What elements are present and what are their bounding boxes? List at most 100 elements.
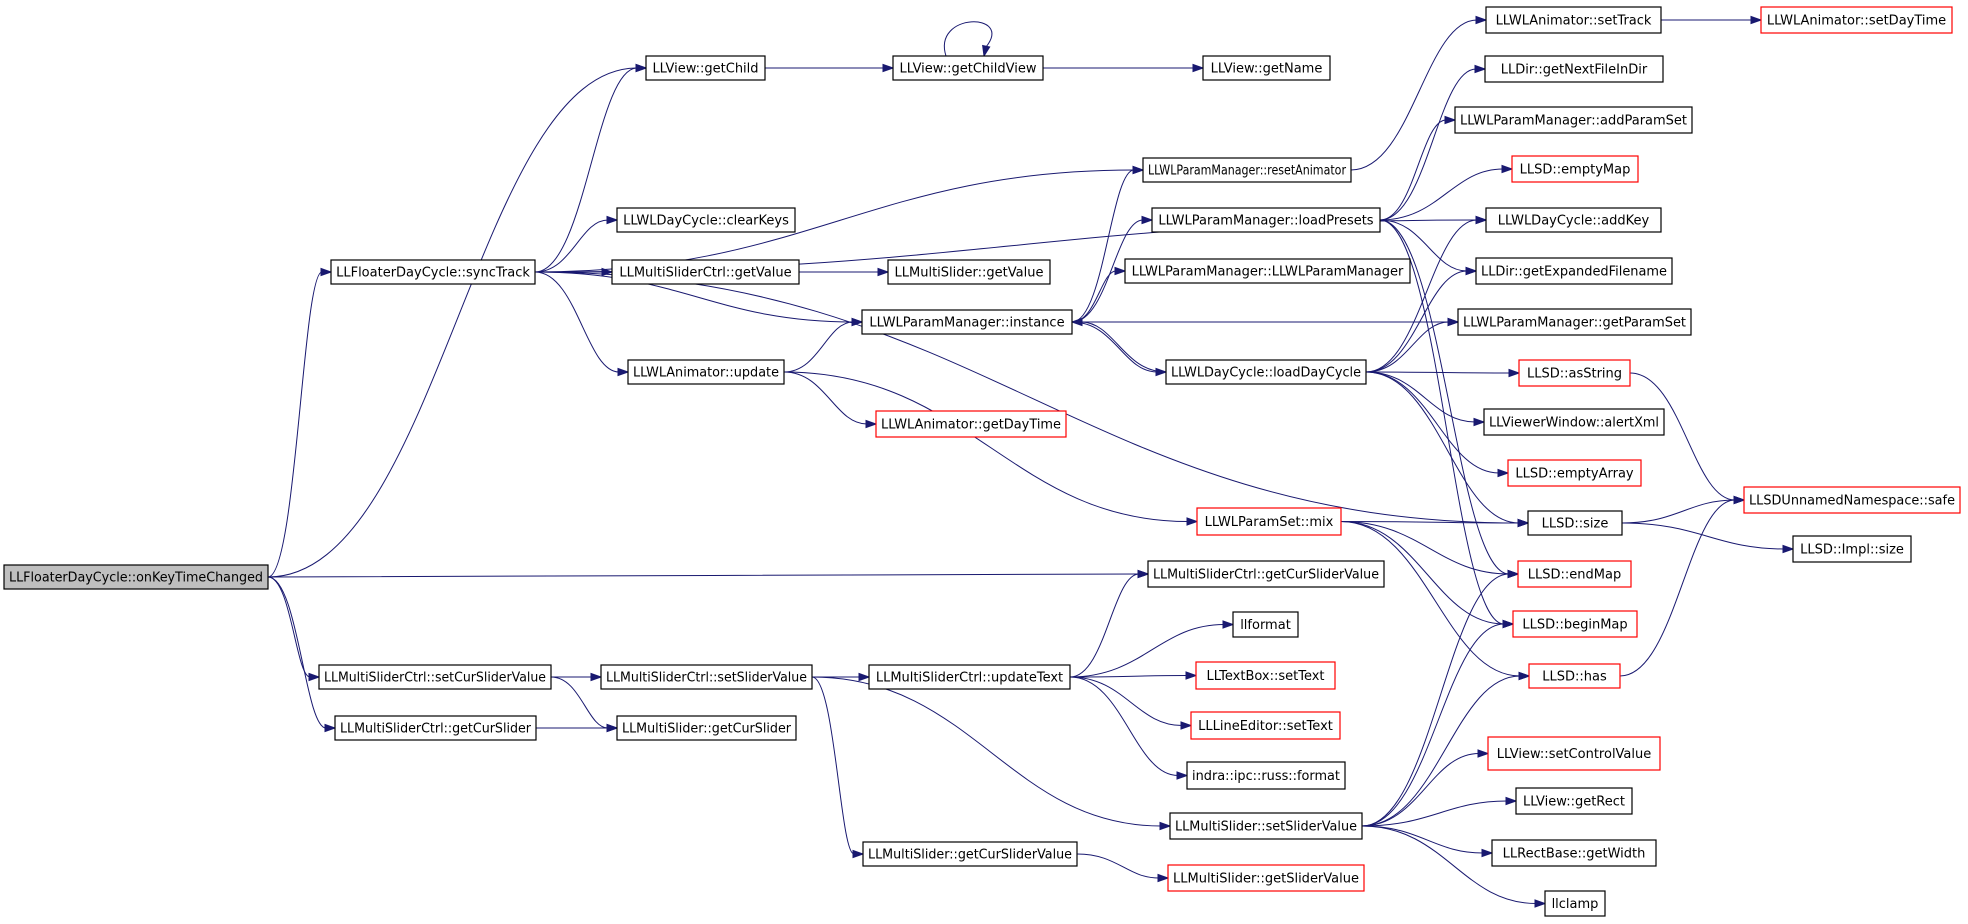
node-pmInstance[interactable]: LLWLParamManager::instance bbox=[861, 309, 1073, 335]
edge-arrowhead bbox=[1180, 721, 1193, 730]
node-dirGetExpandedFilename[interactable]: LLDir::getExpandedFilename bbox=[1475, 257, 1673, 285]
node-tbSetText[interactable]: LLTextBox::setText bbox=[1195, 661, 1336, 690]
edge-viewGetChild-to-viewGetChildView bbox=[765, 63, 895, 73]
node-msGetValue[interactable]: LLMultiSlider::getValue bbox=[887, 259, 1051, 285]
node-pmResetAnimator[interactable]: LLWLParamManager::resetAnimator bbox=[1142, 157, 1352, 183]
node-sdBeginMap[interactable]: LLSD::beginMap bbox=[1512, 610, 1638, 638]
node-dcAddKey[interactable]: LLWLDayCycle::addKey bbox=[1485, 207, 1662, 233]
edge-line bbox=[1365, 321, 1450, 373]
edge-line bbox=[1069, 676, 1183, 726]
edge-line bbox=[1076, 853, 1160, 879]
node-dirGetNextFileInDir[interactable]: LLDir::getNextFileInDir bbox=[1484, 55, 1664, 83]
node-box bbox=[1124, 258, 1411, 284]
node-box bbox=[1202, 55, 1331, 81]
node-sdEndMap[interactable]: LLSD::endMap bbox=[1517, 560, 1632, 588]
edge-msSetSliderValue-to-viewGetRect bbox=[1361, 796, 1518, 827]
edge-pmInstance-to-pmResetAnimator bbox=[1071, 165, 1145, 323]
edge-arrowhead bbox=[1447, 317, 1460, 327]
edge-arrowhead bbox=[1475, 215, 1488, 225]
edge-ctrlSetSliderValue-to-msGetCurSliderValue bbox=[811, 676, 865, 859]
node-ctrlGetCurSlider[interactable]: LLMultiSliderCtrl::getCurSlider bbox=[334, 715, 537, 741]
node-pmAddParamSet[interactable]: LLWLParamManager::addParamSet bbox=[1454, 106, 1693, 134]
node-animSetTrack[interactable]: LLWLAnimator::setTrack bbox=[1485, 6, 1662, 34]
node-msGetSliderValue[interactable]: LLMultiSlider::getSliderValue bbox=[1167, 864, 1365, 892]
node-ctrlGetValue[interactable]: LLMultiSliderCtrl::getValue bbox=[611, 259, 800, 285]
node-box bbox=[1165, 359, 1367, 385]
node-dcClearKeys[interactable]: LLWLDayCycle::clearKeys bbox=[616, 207, 796, 233]
node-ctrlSetCurSliderValue[interactable]: LLMultiSliderCtrl::setCurSliderValue bbox=[318, 664, 552, 690]
node-rectGetWidth[interactable]: LLRectBase::getWidth bbox=[1491, 839, 1657, 867]
node-box bbox=[1528, 663, 1621, 689]
node-animSetDayTime[interactable]: LLWLAnimator::setDayTime bbox=[1760, 6, 1953, 34]
edge-syncTrack-to-dcClearKeys bbox=[534, 215, 619, 273]
node-animGetDayTime[interactable]: LLWLAnimator::getDayTime bbox=[875, 410, 1067, 438]
edge-ctrlSetCurSliderValue-to-ctrlSetSliderValue bbox=[551, 672, 603, 682]
node-animUpdate[interactable]: LLWLAnimator::update bbox=[627, 359, 785, 385]
edge-arrowhead bbox=[1192, 63, 1205, 73]
edge-viewGetChildView-to-viewGetName bbox=[1043, 63, 1205, 73]
node-syncTrack[interactable]: LLFloaterDayCycle::syncTrack bbox=[330, 259, 536, 285]
node-box bbox=[1457, 308, 1692, 336]
node-label: LLRectBase::getWidth bbox=[1503, 847, 1646, 862]
edge-line bbox=[1069, 676, 1179, 776]
edge-line bbox=[267, 67, 638, 578]
node-ctrlUpdateText[interactable]: LLMultiSliderCtrl::updateText bbox=[868, 664, 1071, 690]
edge-msSetSliderValue-to-sdBeginMap bbox=[1361, 619, 1515, 827]
node-box bbox=[1743, 486, 1961, 514]
node-viewGetName[interactable]: LLView::getName bbox=[1202, 55, 1331, 81]
node-msGetCurSlider[interactable]: LLMultiSlider::getCurSlider bbox=[616, 715, 797, 741]
node-box bbox=[875, 410, 1067, 438]
node-box bbox=[1491, 839, 1657, 867]
node-viewGetChildView[interactable]: LLView::getChildView bbox=[892, 55, 1044, 81]
node-sdSize[interactable]: LLSD::size bbox=[1527, 510, 1623, 536]
edge-line bbox=[1340, 521, 1505, 625]
node-llformat[interactable]: llformat bbox=[1232, 611, 1299, 638]
edge-psMix-to-sdHas bbox=[1340, 521, 1531, 681]
node-vwAlertXml[interactable]: LLViewerWindow::alertXml bbox=[1483, 408, 1665, 436]
node-unnamedSafe[interactable]: LLSDUnnamedNamespace::safe bbox=[1743, 486, 1961, 514]
edge-line bbox=[534, 67, 638, 273]
node-pmLoadPresets[interactable]: LLWLParamManager::loadPresets bbox=[1151, 207, 1381, 233]
node-psMix[interactable]: LLWLParamSet::mix bbox=[1196, 507, 1342, 536]
edge-line bbox=[1619, 499, 1736, 677]
node-llclamp[interactable]: llclamp bbox=[1544, 890, 1606, 917]
node-msGetCurSliderValue[interactable]: LLMultiSlider::getCurSliderValue bbox=[862, 841, 1078, 867]
edge-line bbox=[1379, 168, 1504, 221]
node-label: LLMultiSliderCtrl::getValue bbox=[619, 266, 791, 281]
node-msSetSliderValue[interactable]: LLMultiSlider::setSliderValue bbox=[1169, 812, 1363, 840]
node-sdHas[interactable]: LLSD::has bbox=[1528, 663, 1621, 689]
node-label: LLView::getRect bbox=[1523, 795, 1625, 810]
edge-root-to-syncTrack bbox=[267, 267, 333, 578]
node-viewSetControlValue[interactable]: LLView::setControlValue bbox=[1487, 736, 1661, 771]
node-label: LLWLParamManager::LLWLParamManager bbox=[1132, 265, 1404, 280]
edge-arrowhead bbox=[1534, 899, 1547, 908]
node-leSetText[interactable]: LLLineEditor::setText bbox=[1190, 711, 1341, 740]
edge-line bbox=[1365, 371, 1520, 524]
node-box bbox=[1232, 611, 1299, 638]
node-box bbox=[1190, 711, 1341, 740]
node-dcLoadDayCycle[interactable]: LLWLDayCycle::loadDayCycle bbox=[1165, 359, 1367, 385]
edge-pmLoadPresets-to-pmAddParamSet bbox=[1379, 115, 1457, 221]
edge-line bbox=[1361, 573, 1510, 827]
node-pmGetParamSet[interactable]: LLWLParamManager::getParamSet bbox=[1457, 308, 1692, 336]
node-implSize[interactable]: LLSD::Impl::size bbox=[1792, 535, 1912, 563]
node-label: LLWLParamManager::loadPresets bbox=[1158, 214, 1373, 229]
node-sdEmptyMap[interactable]: LLSD::emptyMap bbox=[1511, 155, 1639, 183]
edge-ctrlUpdateText-to-llformat bbox=[1069, 620, 1235, 678]
node-label: LLMultiSliderCtrl::getCurSliderValue bbox=[1153, 568, 1379, 583]
node-label: LLWLParamManager::getParamSet bbox=[1463, 316, 1686, 331]
node-russFormat[interactable]: indra::ipc::russ::format bbox=[1186, 761, 1346, 790]
edge-arrowhead bbox=[1475, 15, 1488, 25]
node-viewGetRect[interactable]: LLView::getRect bbox=[1515, 787, 1633, 815]
node-sdEmptyArray[interactable]: LLSD::emptyArray bbox=[1507, 459, 1642, 487]
edge-line bbox=[783, 371, 1189, 522]
node-ctrlSetSliderValue[interactable]: LLMultiSliderCtrl::setSliderValue bbox=[600, 664, 813, 690]
edge-line bbox=[1379, 68, 1477, 221]
node-viewGetChild[interactable]: LLView::getChild bbox=[645, 55, 766, 81]
node-label: LLView::getChildView bbox=[900, 62, 1037, 77]
edge-line bbox=[267, 576, 327, 729]
node-pmCtor[interactable]: LLWLParamManager::LLWLParamManager bbox=[1124, 258, 1411, 284]
node-sdAsString[interactable]: LLSD::asString bbox=[1518, 359, 1631, 387]
node-ctrlGetCurSliderValue[interactable]: LLMultiSliderCtrl::getCurSliderValue bbox=[1147, 560, 1385, 588]
